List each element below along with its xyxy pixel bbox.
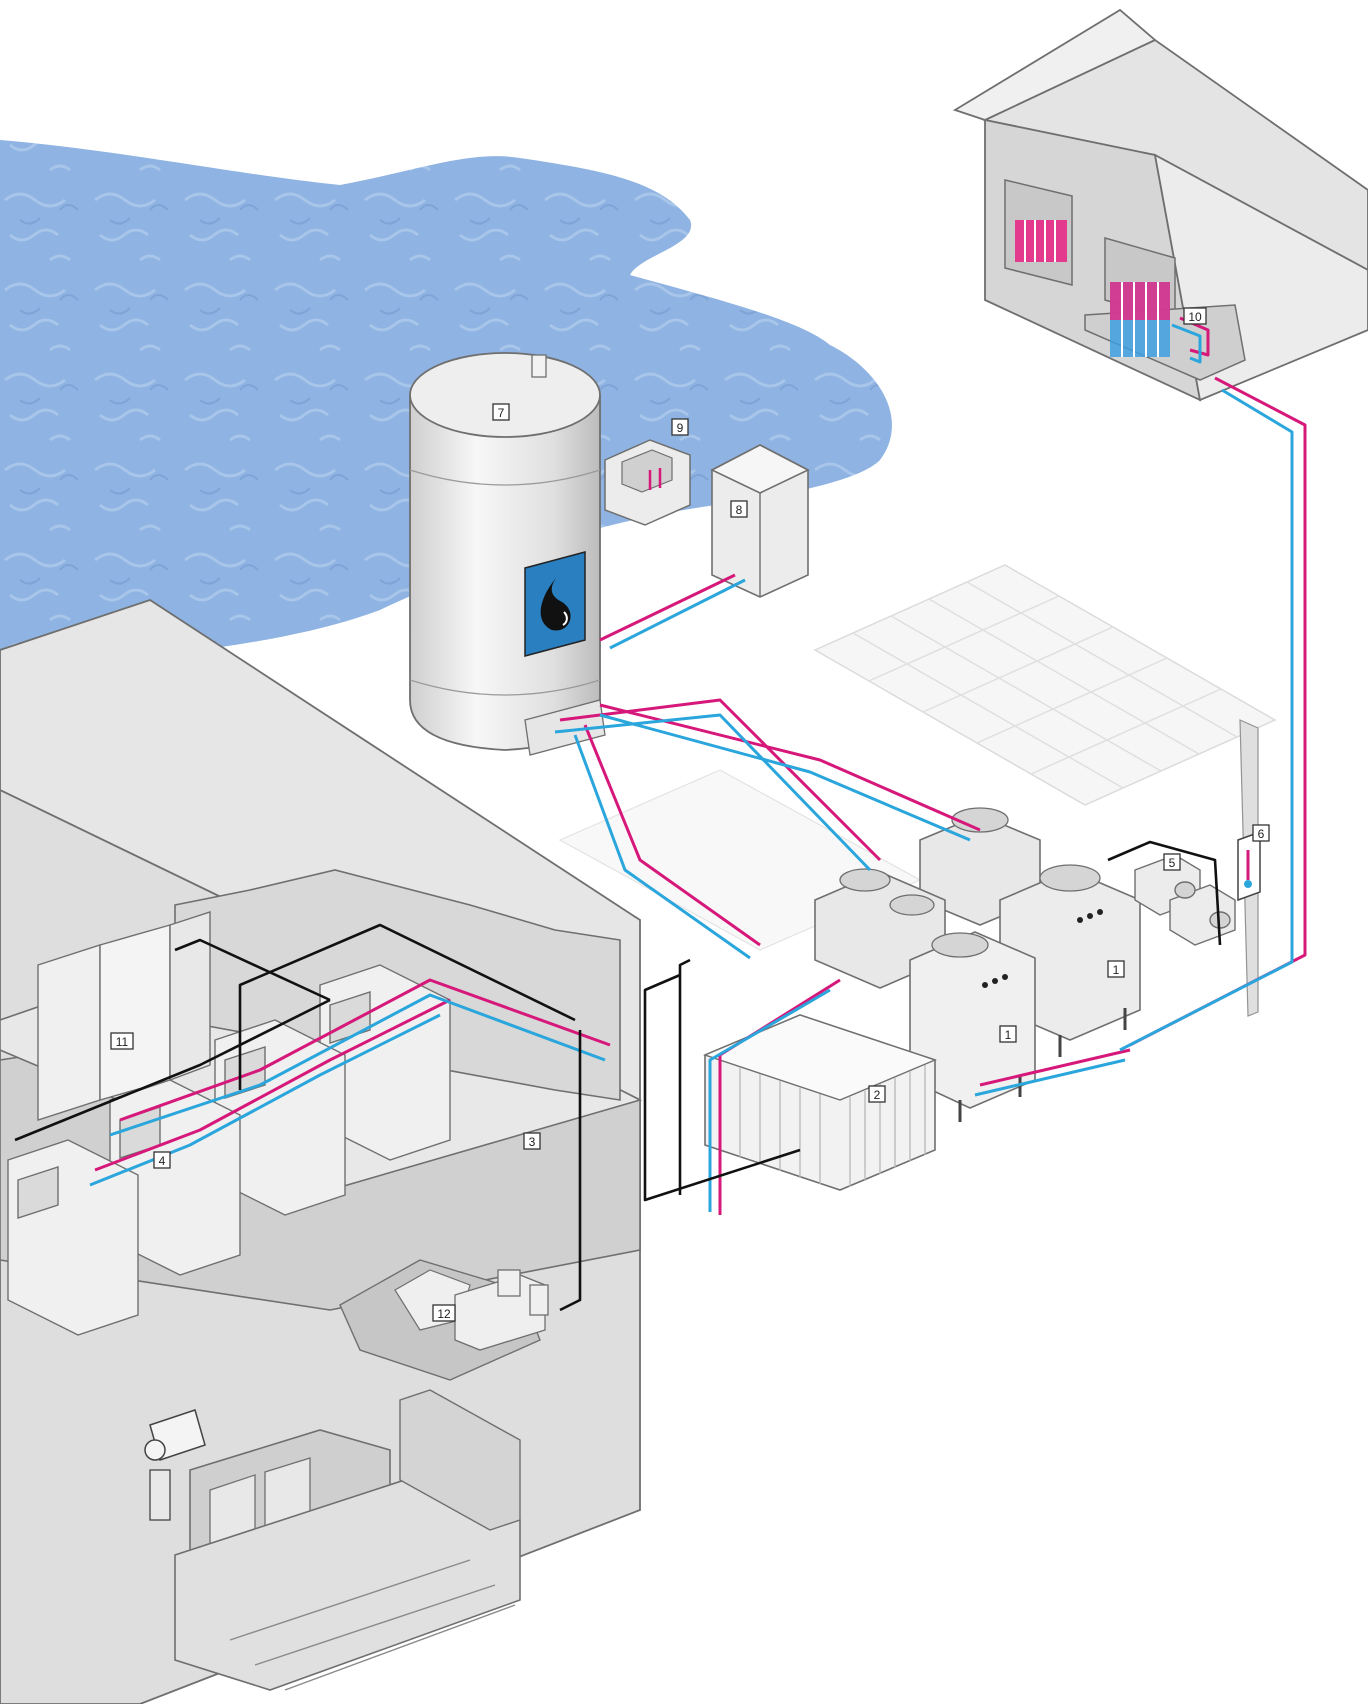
control-desk	[454, 1269, 549, 1351]
radiator-icon	[1015, 220, 1170, 357]
server-racks	[7, 964, 451, 1336]
callout-box	[1107, 960, 1125, 978]
callout-number: 1	[1005, 1028, 1012, 1042]
callout-number: 6	[1258, 827, 1265, 841]
callout-number: 8	[736, 503, 743, 517]
callout-server-room: 3	[523, 1132, 541, 1150]
hot-pipes	[94, 316, 1307, 1215]
callout-box	[153, 1151, 171, 1169]
security-camera-icon	[144, 1409, 206, 1521]
callout-water-intake: 9	[671, 418, 689, 436]
callout-house-radiator: 10	[1183, 307, 1207, 325]
storage-tank	[409, 352, 606, 756]
callout-number: 11	[116, 1035, 129, 1049]
callout-thermostat: 6	[1252, 824, 1270, 842]
callout-number: 2	[874, 1088, 881, 1102]
callout-box	[1252, 824, 1270, 842]
thermometer-icon	[1237, 830, 1261, 902]
callout-number: 5	[1169, 856, 1176, 870]
callout-number: 10	[1188, 310, 1202, 324]
control-cables	[14, 840, 1222, 1312]
callout-box	[1163, 853, 1181, 871]
callout-box	[523, 1132, 541, 1150]
cold-pipes	[89, 323, 1294, 1212]
control-cabinet	[710, 444, 810, 598]
dry-cooler	[703, 1014, 937, 1191]
callout-box	[999, 1025, 1017, 1043]
callout-control-desk: 12	[432, 1304, 456, 1322]
callout-number: 7	[498, 406, 505, 420]
callout-number: 3	[529, 1135, 536, 1149]
callout-number: 9	[677, 421, 684, 435]
house	[952, 8, 1368, 402]
callout-control-cabinet: 8	[730, 500, 748, 518]
callout-box	[110, 1032, 134, 1050]
callout-box	[1183, 307, 1207, 325]
callout-chiller-a: 1	[1107, 960, 1125, 978]
callout-box	[432, 1304, 456, 1322]
callout-server-racks: 4	[153, 1151, 171, 1169]
pumps	[1134, 854, 1236, 946]
water-drop-icon	[524, 551, 586, 657]
power-cabinets	[37, 911, 211, 1121]
callout-box	[730, 500, 748, 518]
callout-storage-tank: 7	[492, 403, 510, 421]
callout-box	[671, 418, 689, 436]
chillers	[814, 807, 1141, 1122]
callout-power-cabinets: 11	[110, 1032, 134, 1050]
callout-box	[492, 403, 510, 421]
callout-number: 4	[159, 1154, 166, 1168]
callout-pumps: 5	[1163, 853, 1181, 871]
callout-chiller-b: 1	[999, 1025, 1017, 1043]
callout-number: 12	[437, 1307, 451, 1321]
callout-number: 1	[1113, 963, 1120, 977]
callout-box	[868, 1085, 886, 1103]
water-intake	[604, 439, 691, 526]
callout-dry-cooler: 2	[868, 1085, 886, 1103]
